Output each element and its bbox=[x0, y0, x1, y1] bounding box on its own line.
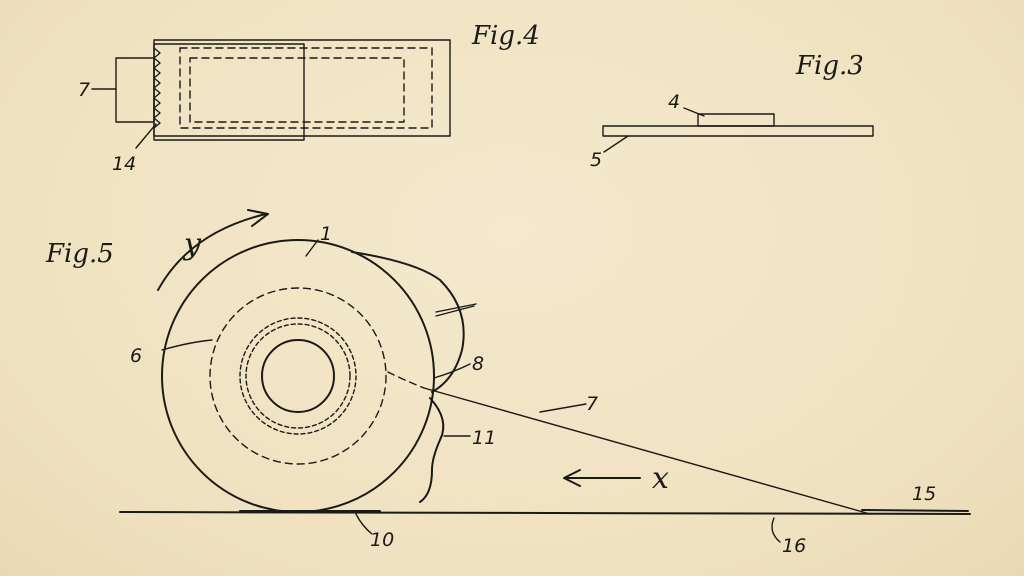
fig4-dashed-inner bbox=[189, 57, 405, 123]
housing bbox=[419, 397, 445, 503]
fig3-base bbox=[602, 125, 874, 137]
tape-hidden-path bbox=[387, 371, 425, 389]
fig3-group: Fig.3 4 5 bbox=[590, 51, 874, 171]
fig4-dashed-outer bbox=[179, 47, 433, 129]
fig4-ref-7: 7 bbox=[78, 79, 90, 101]
surface-line bbox=[119, 511, 971, 515]
leader-16 bbox=[771, 517, 781, 543]
ref-7: 7 bbox=[586, 393, 598, 415]
roll-pin bbox=[435, 303, 477, 317]
fig3-ref-4: 4 bbox=[668, 91, 680, 113]
ref-8: 8 bbox=[472, 353, 484, 375]
leader-6 bbox=[161, 339, 213, 351]
fig5-group: Fig.5 y x bbox=[45, 209, 971, 557]
fig5-label: Fig.5 bbox=[45, 239, 114, 269]
core-dashed-inner bbox=[245, 323, 351, 429]
fig3-leader-4 bbox=[683, 107, 705, 117]
rotation-arrow bbox=[157, 213, 267, 291]
core-dashed-outer bbox=[239, 317, 357, 435]
fig4-ref-14: 14 bbox=[112, 153, 136, 175]
fig3-leader-5 bbox=[603, 135, 629, 153]
leader-8 bbox=[433, 363, 471, 379]
leader-7 bbox=[539, 403, 587, 413]
ref-10: 10 bbox=[370, 529, 394, 551]
roll-dashed-ring bbox=[209, 287, 387, 465]
ref-16: 16 bbox=[782, 535, 806, 557]
fig3-ref-5: 5 bbox=[590, 149, 602, 171]
fig3-pad bbox=[697, 113, 775, 127]
tape-line bbox=[423, 387, 871, 515]
fig4-group: Fig.4 7 14 bbox=[78, 21, 540, 175]
ref-11: 11 bbox=[472, 427, 496, 449]
tape-end-strip bbox=[861, 509, 969, 512]
fig4-slide bbox=[153, 43, 305, 141]
ref-6: 6 bbox=[130, 345, 142, 367]
rotation-symbol: y bbox=[182, 227, 202, 262]
rotation-arrowhead bbox=[247, 209, 269, 227]
fig4-leader-14 bbox=[135, 123, 157, 149]
ref-1: 1 bbox=[320, 223, 332, 245]
fig3-label: Fig.3 bbox=[795, 51, 864, 81]
fig4-tape-end bbox=[115, 57, 155, 123]
fig4-serration bbox=[153, 47, 161, 129]
ref-15: 15 bbox=[912, 483, 936, 505]
leader-10 bbox=[355, 513, 373, 535]
direction-arrowhead bbox=[563, 469, 581, 487]
leader-1 bbox=[305, 239, 319, 257]
core-hole bbox=[261, 339, 335, 413]
fig4-label: Fig.4 bbox=[471, 21, 540, 51]
roll-front-face bbox=[161, 239, 435, 513]
roll-back-body bbox=[351, 251, 465, 393]
direction-symbol: x bbox=[652, 461, 669, 496]
